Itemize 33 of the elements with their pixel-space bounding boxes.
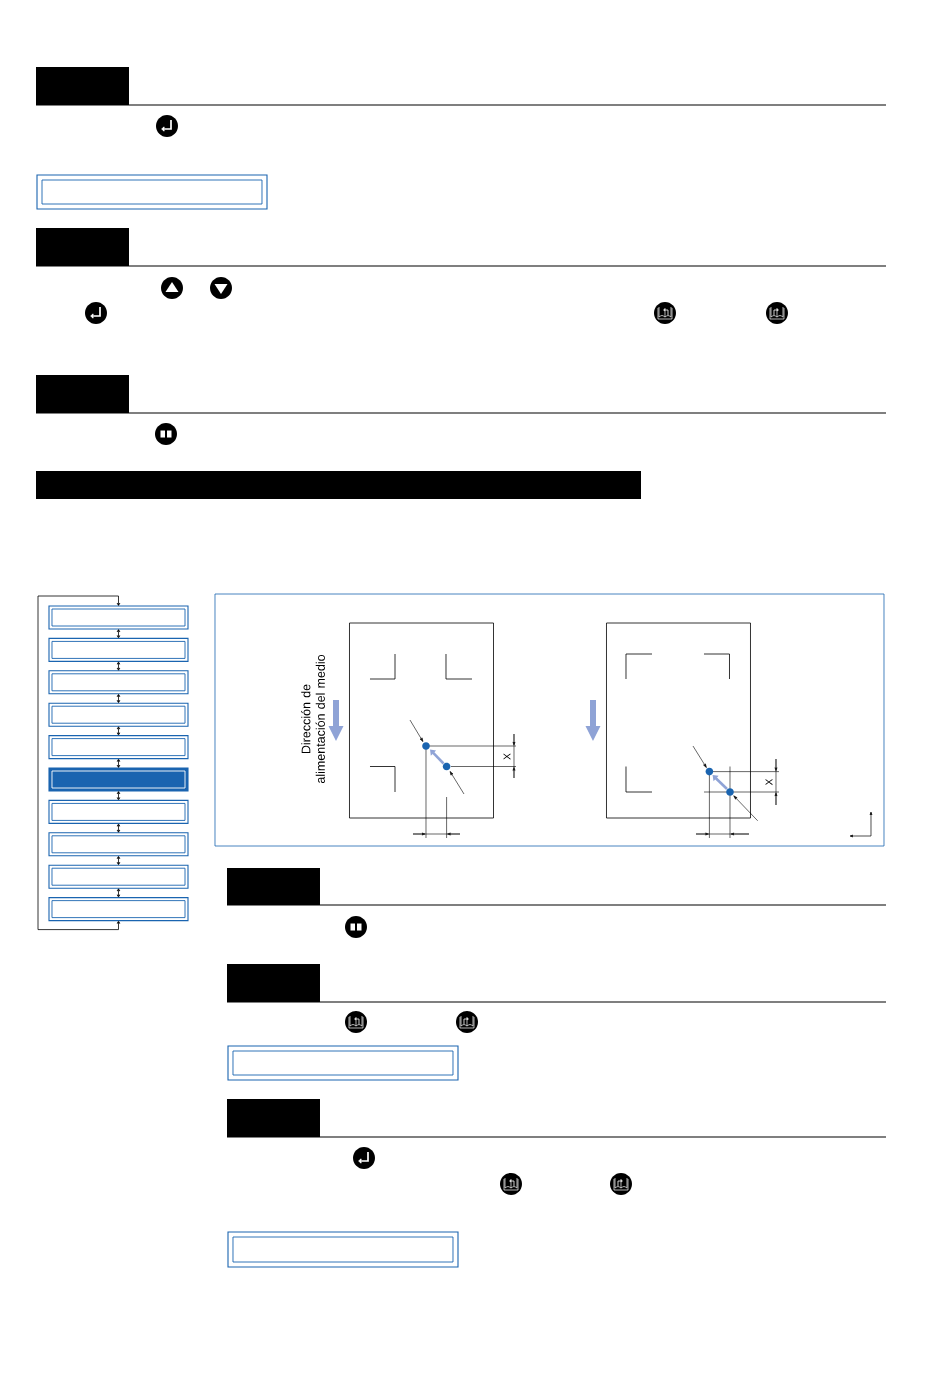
direction-label: Dirección de alimentación del medio: [301, 654, 325, 784]
step-badge: [227, 868, 320, 906]
step-badge: [36, 66, 129, 106]
display-box: [36, 174, 268, 210]
display-box: [227, 1231, 459, 1268]
heading-bar: [36, 471, 641, 499]
dimension-label: X: [503, 752, 511, 761]
step-badge: [227, 963, 320, 1003]
menu-box: [48, 605, 189, 630]
menu-box: [48, 832, 189, 857]
step-badge: [227, 1098, 320, 1138]
menu-box: [48, 637, 189, 662]
arrow: [37, 595, 121, 930]
arrow: [116, 791, 121, 801]
display-box: [227, 1045, 459, 1081]
step-badge: [36, 374, 129, 414]
menu-box: [48, 864, 189, 889]
menu-box: [48, 702, 189, 727]
arrow: [116, 823, 121, 833]
menu-box: [48, 799, 189, 824]
menu-box: [48, 670, 189, 695]
arrow: [116, 726, 121, 736]
dimension-label: X: [765, 778, 773, 786]
arrow: [116, 694, 121, 703]
arrow: [116, 758, 121, 768]
arrow: [116, 661, 121, 671]
step-badge: [36, 227, 129, 267]
arrow: [116, 856, 121, 865]
selected-menu-box: [48, 767, 189, 792]
arrow: [116, 888, 121, 898]
menu-box: [48, 735, 189, 760]
arrow: [116, 629, 121, 639]
menu-box: [48, 897, 189, 922]
